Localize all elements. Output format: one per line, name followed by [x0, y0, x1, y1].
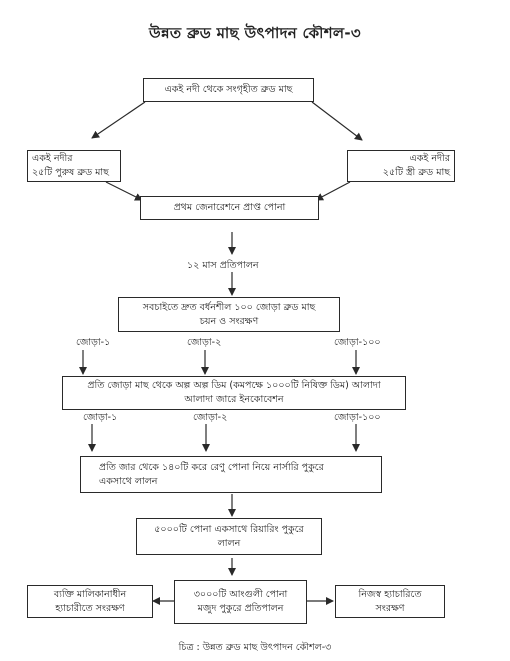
male-brood-line-2: ২৫টি পুরুষ ব্রুড মাছ: [32, 167, 109, 178]
source-box: একই নদী থেকে সংগৃহীত ব্রুড মাছ: [143, 78, 314, 102]
male-brood-box: একই নদীর ২৫টি পুরুষ ব্রুড মাছ: [27, 150, 121, 182]
first-generation-box: প্রথম জেনারেশনে প্রাপ্ত পোনা: [140, 196, 319, 220]
arrow-source-to-male: [91, 101, 146, 139]
female-brood-line-1: একই নদীর: [409, 153, 450, 164]
pair-1-label-row1: জোড়া-১: [76, 337, 111, 348]
stock-pond-line-1: ৩০০০টি আংগুলী পোনা: [193, 589, 288, 600]
selection-box: সবচাইতে দ্রুত বর্ধনশীল ১০০ জোড়া ব্রুড ম…: [118, 297, 340, 332]
nursery-box: প্রতি জার থেকে ১৪০টি করে রেণু পোনা নিয়ে…: [80, 456, 382, 493]
nursery-line-2: একসাথে লালন: [99, 475, 158, 487]
pair-100-label-row1: জোড়া-১০০: [334, 337, 381, 348]
private-hatchery-box: ব্যক্তি মালিকানাধীন হ্যাচারীতে সংরক্ষণ: [27, 585, 153, 618]
source-label: একই নদী থেকে সংগৃহীত ব্রুড মাছ: [164, 84, 293, 95]
rearing-pond-box: ৫০০০টি পোনা একসাথে রিয়ারিং পুকুরে লালন: [136, 518, 322, 555]
pair-2-label-row1: জোড়া-২: [187, 337, 222, 348]
diagram-title: উন্নত ব্রুড মাছ উৎপাদন কৌশল-৩: [149, 24, 361, 42]
incubation-box: প্রতি জোড়া মাছ থেকে অল্প অল্প ডিম (কমপক…: [62, 376, 406, 410]
private-hatchery-line-1: ব্যক্তি মালিকানাধীন: [53, 588, 127, 600]
incubation-line-2: আলাদা জারে ইনকোবেশন: [184, 394, 284, 405]
rearing-label: ১২ মাস প্রতিপালন: [187, 260, 259, 271]
pair-1-label-row2: জোড়া-১: [83, 412, 118, 423]
first-generation-label: প্রথম জেনারেশনে প্রাপ্ত পোনা: [173, 202, 286, 213]
arrow-source-to-female: [311, 101, 363, 141]
arrow-male-to-first-gen: [105, 181, 143, 201]
nursery-line-1: প্রতি জার থেকে ১৪০টি করে রেণু পোনা নিয়ে…: [99, 461, 324, 473]
female-brood-line-2: ২৫টি স্ত্রী ব্রুড মাছ: [382, 167, 450, 178]
arrow-female-to-first-gen: [315, 181, 351, 201]
figure-caption: চিত্র : উন্নত ব্রুড মাছ উৎপাদন কৌশল-৩: [178, 642, 332, 653]
stock-pond-line-2: মজুদ পুকুরে প্রতিপালন: [197, 603, 284, 614]
pair-100-label-row2: জোড়া-১০০: [334, 412, 381, 423]
own-hatchery-box: নিজস্ব হ্যাচারিতে সংরক্ষণ: [335, 585, 445, 618]
stock-pond-box: ৩০০০টি আংগুলী পোনা মজুদ পুকুরে প্রতিপালন: [174, 580, 307, 624]
selection-line-2: চয়ন ও সংরক্ষণ: [199, 315, 259, 327]
private-hatchery-line-2: হ্যাচারীতে সংরক্ষণ: [55, 602, 125, 614]
rearing-pond-line-1: ৫০০০টি পোনা একসাথে রিয়ারিং পুকুরে: [154, 523, 304, 535]
rearing-pond-line-2: লালন: [217, 537, 241, 549]
own-hatchery-line-1: নিজস্ব হ্যাচারিতে: [358, 588, 422, 600]
selection-line-1: সবচাইতে দ্রুত বর্ধনশীল ১০০ জোড়া ব্রুড ম…: [142, 301, 316, 313]
own-hatchery-line-2: সংরক্ষণ: [375, 602, 405, 614]
male-brood-line-1: একই নদীর: [32, 153, 73, 164]
pair-2-label-row2: জোড়া-২: [193, 412, 228, 423]
incubation-line-1: প্রতি জোড়া মাছ থেকে অল্প অল্প ডিম (কমপক…: [87, 380, 381, 391]
female-brood-box: একই নদীর ২৫টি স্ত্রী ব্রুড মাছ: [347, 150, 455, 182]
